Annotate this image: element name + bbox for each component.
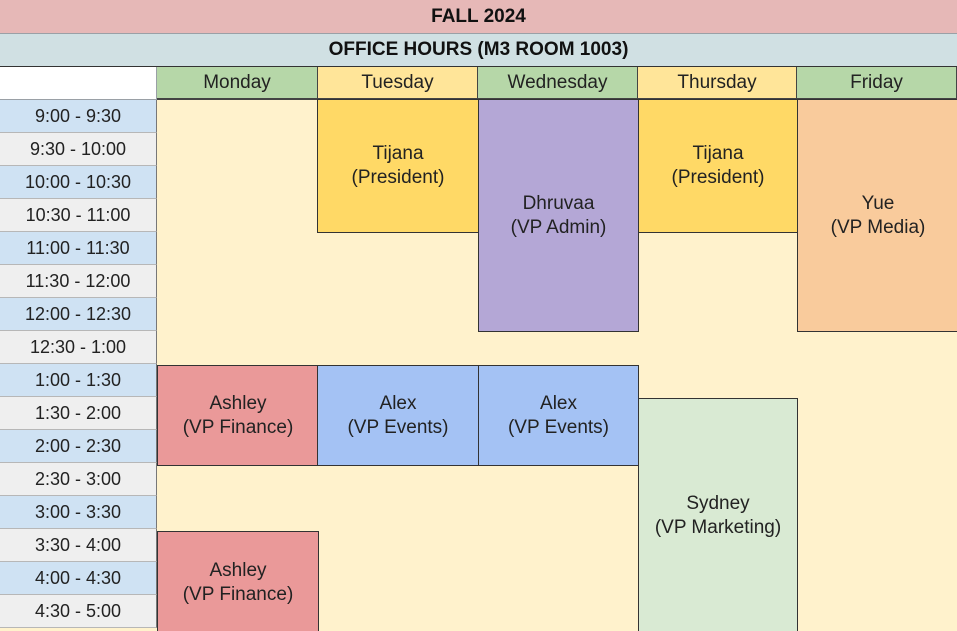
- day-header-monday: Monday: [157, 67, 318, 100]
- time-slot-label: 1:00 - 1:30: [0, 364, 157, 397]
- event-name: Tijana: [692, 143, 744, 164]
- corner-cell: [0, 67, 157, 100]
- event-block-ashley-monday-late: Ashley (VP Finance): [157, 531, 319, 631]
- time-slot-label: 10:30 - 11:00: [0, 199, 157, 232]
- day-header-wednesday: Wednesday: [478, 67, 638, 100]
- time-slot-label: 12:00 - 12:30: [0, 298, 157, 331]
- event-name: Alex: [540, 392, 577, 414]
- event-role: (VP Events): [347, 416, 449, 438]
- time-slot-label: 2:00 - 2:30: [0, 430, 157, 463]
- time-slot-label: 9:00 - 9:30: [0, 100, 157, 133]
- event-block-ashley-monday: Ashley (VP Finance): [157, 365, 319, 466]
- event-role: (VP Events): [507, 416, 610, 438]
- time-slot-label: 1:30 - 2:00: [0, 397, 157, 430]
- event-role: (President): [671, 167, 765, 188]
- event-role: (VP Admin): [510, 216, 607, 238]
- event-role: (President): [351, 167, 445, 188]
- event-block-alex-tuesday: Alex (VP Events): [317, 365, 479, 466]
- event-block-alex-wednesday: Alex (VP Events): [478, 365, 639, 466]
- title-band: FALL 2024: [0, 0, 957, 34]
- day-header-tuesday: Tuesday: [318, 67, 478, 100]
- day-header-friday: Friday: [797, 67, 957, 100]
- time-slot-label: 4:00 - 4:30: [0, 562, 157, 595]
- event-name: Yue: [861, 192, 895, 214]
- event-role: (VP Marketing): [654, 517, 782, 538]
- time-slot-label: 11:00 - 11:30: [0, 232, 157, 265]
- event-role: (VP Media): [830, 216, 926, 238]
- event-role: (VP Finance): [182, 583, 294, 605]
- event-block-dhruvaa-wednesday: Dhruvaa (VP Admin): [478, 99, 639, 332]
- event-role: (VP Finance): [182, 416, 294, 438]
- time-slot-label: 11:30 - 12:00: [0, 265, 157, 298]
- subtitle-band: OFFICE HOURS (M3 ROOM 1003): [0, 34, 957, 67]
- time-slot-label: 9:30 - 10:00: [0, 133, 157, 166]
- event-block-sydney-thursday: Sydney (VP Marketing): [638, 398, 798, 631]
- event-block-tijana-tuesday: Tijana (President): [317, 99, 479, 233]
- time-slot-label: 10:00 - 10:30: [0, 166, 157, 199]
- day-header-thursday: Thursday: [638, 67, 797, 100]
- event-name: Dhruvaa: [522, 192, 595, 214]
- time-slot-label: 2:30 - 3:00: [0, 463, 157, 496]
- time-slot-label: 12:30 - 1:00: [0, 331, 157, 364]
- time-slot-label: 3:00 - 3:30: [0, 496, 157, 529]
- event-name: Ashley: [209, 392, 267, 414]
- time-slot-label: 3:30 - 4:00: [0, 529, 157, 562]
- event-name: Tijana: [372, 143, 424, 164]
- time-slot-label: 4:30 - 5:00: [0, 595, 157, 628]
- event-name: Ashley: [209, 559, 267, 581]
- event-block-tijana-thursday: Tijana (President): [638, 99, 798, 233]
- event-name: Sydney: [686, 493, 750, 514]
- event-block-yue-friday: Yue (VP Media): [797, 99, 957, 332]
- event-name: Alex: [379, 392, 417, 414]
